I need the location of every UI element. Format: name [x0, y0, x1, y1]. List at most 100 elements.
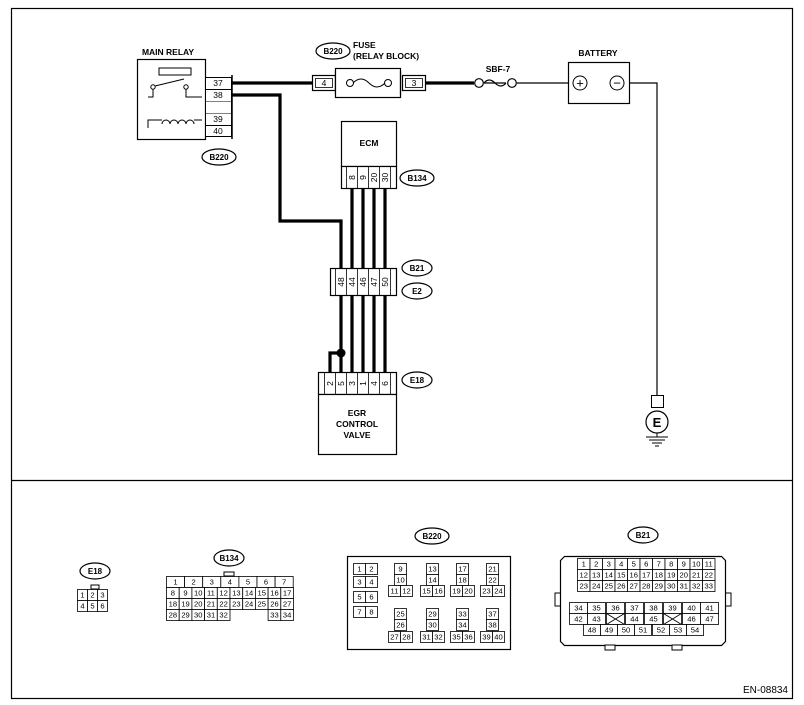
b220-pin-3: 3	[357, 578, 361, 587]
joint-connector-ref-b21: B21	[410, 264, 425, 273]
b21-pin-11: 11	[705, 560, 713, 569]
b21-pin-49: 49	[605, 626, 613, 635]
b21-pin-29: 29	[655, 582, 663, 591]
b21-pin-13: 13	[592, 571, 600, 580]
e18-pin-6-cell	[97, 600, 108, 612]
b220-pin-39: 39	[482, 633, 490, 642]
connector-b21-title: B21	[636, 531, 651, 540]
connector-e18-title: E18	[88, 567, 103, 576]
e18-pin-4: 4	[80, 602, 84, 611]
b220-pin-34: 34	[458, 621, 466, 630]
b220-pin-18: 18	[458, 576, 466, 585]
sbf-terminal-right	[507, 78, 517, 88]
b220-pin-33: 33	[458, 610, 466, 619]
joint-pin-48: 48	[336, 277, 346, 287]
relay-pin-40: 40	[213, 126, 223, 136]
b21-pin-47: 47	[705, 615, 713, 624]
b134-pin-17: 17	[283, 589, 291, 598]
b134-pin-8: 8	[171, 589, 175, 598]
b21-pin-14: 14	[605, 571, 613, 580]
ground: E	[645, 395, 669, 447]
b21-pin-33: 33	[705, 582, 713, 591]
b220-pin-36-cell	[462, 631, 475, 643]
battery-minus-icon: −	[613, 76, 621, 91]
b21-pin-24: 24	[592, 582, 600, 591]
b21-pin-7: 7	[657, 560, 661, 569]
b220-pin-21: 21	[488, 565, 496, 574]
e18-pin-6: 6	[100, 602, 104, 611]
ground-label: E	[653, 415, 662, 430]
fuse-pin-3: 3	[412, 78, 417, 88]
b220-pin-20-cell	[462, 585, 475, 597]
b21-pin-33-cell	[702, 580, 716, 592]
joint-pin-50: 50	[380, 277, 390, 287]
egr-pin-3: 3	[347, 381, 357, 386]
b220-pin-8: 8	[369, 608, 373, 617]
b21-pin-37: 37	[630, 604, 638, 613]
relay-pin-37: 37	[213, 78, 223, 88]
sbf-label: SBF-7	[486, 64, 511, 74]
b220-pin-40-cell	[492, 631, 505, 643]
egr-label-line1: EGR	[348, 408, 366, 418]
b220-pin-4: 4	[369, 578, 373, 587]
b220-pin-6-cell	[365, 591, 378, 603]
b220-pin-1: 1	[357, 565, 361, 574]
blank-cavity-mark	[663, 613, 682, 625]
b134-pin-9: 9	[183, 589, 187, 598]
b21-pin-31: 31	[680, 582, 688, 591]
joint-pin-47: 47	[369, 277, 379, 287]
b21-pin-15: 15	[617, 571, 625, 580]
b220-pin-32-cell	[432, 631, 445, 643]
b134-pin-32: 32	[219, 611, 227, 620]
b21-pin-4: 4	[619, 560, 623, 569]
b220-pin-23: 23	[482, 587, 490, 596]
b220-pin-40: 40	[494, 633, 502, 642]
b220-pin-19: 19	[452, 587, 460, 596]
b134-pin-32-cell	[216, 609, 231, 621]
b21-pin-39: 39	[668, 604, 676, 613]
b134-pin-5: 5	[246, 578, 250, 587]
fuse-pin-4: 4	[322, 78, 327, 88]
b220-pin-16: 16	[434, 587, 442, 596]
b134-pin-27: 27	[283, 600, 291, 609]
b21-pin-44: 44	[630, 615, 638, 624]
document-id: EN-08834	[743, 685, 788, 696]
b134-pin-20: 20	[194, 600, 202, 609]
b21-pin-30: 30	[667, 582, 675, 591]
egr-pin-6: 6	[380, 381, 390, 386]
b134-pin-6: 6	[264, 578, 268, 587]
b134-pin-34-cell	[280, 609, 294, 621]
b220-pin-26-cell	[394, 619, 407, 631]
b134-pin-7: 7	[282, 578, 286, 587]
b220-pin-20: 20	[464, 587, 472, 596]
main-relay-label: MAIN RELAY	[142, 47, 194, 57]
b134-pin-1: 1	[173, 578, 177, 587]
battery-label: BATTERY	[578, 48, 618, 58]
egr-pin-4: 4	[369, 381, 379, 386]
e18-pin-5: 5	[90, 602, 94, 611]
b21-pin-6: 6	[644, 560, 648, 569]
b220-pin-24: 24	[494, 587, 502, 596]
fuse: B220 FUSE (RELAY BLOCK) 4 3	[311, 40, 427, 99]
b21-pin-42: 42	[574, 615, 582, 624]
ecm-connector-ref: B134	[407, 174, 427, 183]
b134-pin-31: 31	[207, 611, 215, 620]
b21-pin-36: 36	[611, 604, 619, 613]
b220-pin-28-cell	[400, 631, 413, 643]
ecm-pin-9: 9	[358, 175, 368, 180]
b21-pin-45: 45	[649, 615, 657, 624]
b21-pin-26: 26	[617, 582, 625, 591]
b21-pin-38: 38	[649, 604, 657, 613]
b21-pin-48: 48	[588, 626, 596, 635]
b21-pin-52: 52	[657, 626, 665, 635]
b134-pin-11: 11	[207, 589, 215, 598]
b220-pin-27: 27	[390, 633, 398, 642]
b21-pin-22: 22	[705, 571, 713, 580]
b220-pin-29: 29	[428, 610, 436, 619]
egr-pin-2: 2	[325, 381, 335, 386]
b134-pin-16: 16	[270, 589, 278, 598]
b21-pin-21: 21	[692, 571, 700, 580]
